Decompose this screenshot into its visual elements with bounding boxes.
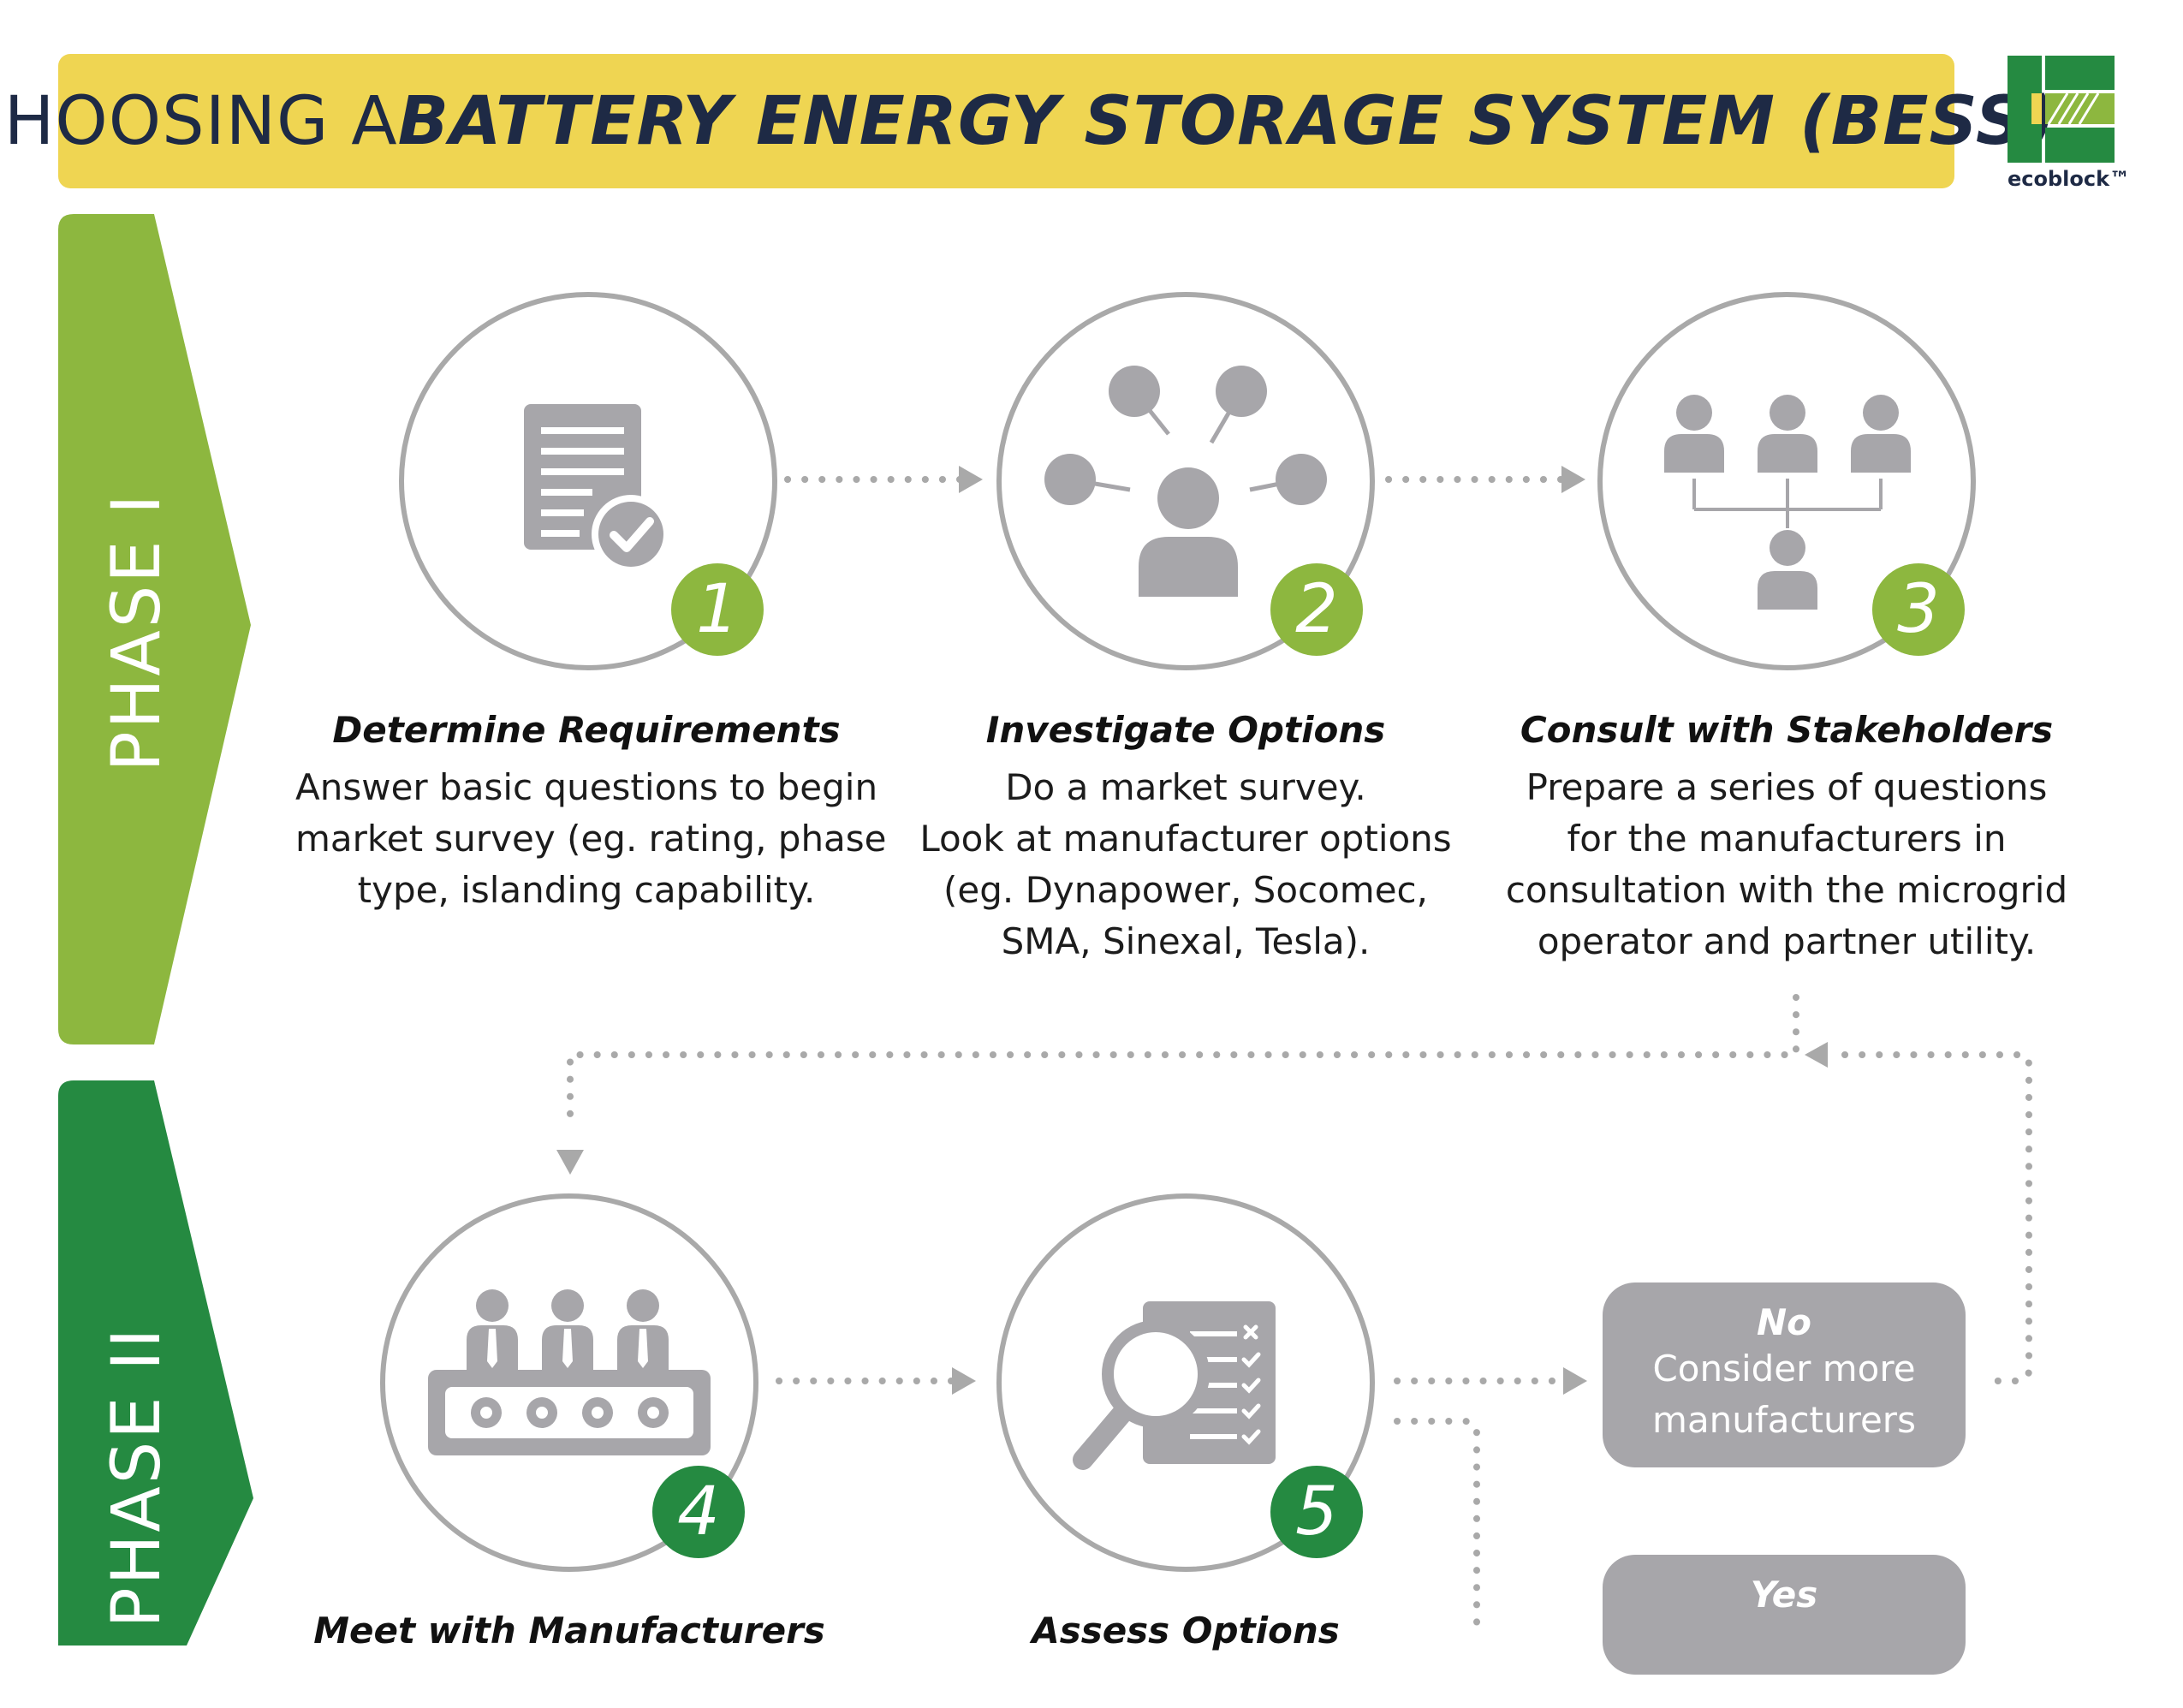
step-5-number: 5 [1295,1473,1338,1550]
step-1-title: Determine Requirements [332,709,841,751]
step-1-badge [671,563,764,656]
step-5-title: Assess Options [1032,1610,1340,1651]
person-network-icon [1044,366,1327,597]
logo-text: ecoblock™ [2008,167,2131,191]
step-3-badge [1872,563,1965,656]
arrow-head-to-4 [556,1150,584,1175]
decision-no-box: No Consider more manufacturers [1603,1282,1966,1467]
decision-no-line-1: Consider more [1652,1348,1916,1390]
title-emphasis: BATTERY ENERGY STORAGE SYSTEM (BESS) [397,82,2056,160]
step-3-description: Prepare a series of questions for the ma… [1505,766,2068,962]
ecoblock-logo-icon [2008,56,2115,163]
arrow-head-loop-back [1805,1042,1828,1068]
step-4-badge [652,1466,745,1558]
step-4-title: Meet with Manufacturers [313,1610,825,1651]
step-3-number: 3 [1897,571,1940,648]
arrow-head-1-2 [959,466,983,493]
step-2-title: Investigate Options [985,709,1386,751]
flow-connectors [556,466,2032,1637]
decision-yes-box: Yes [1603,1555,1966,1675]
stakeholders-org-icon [1664,395,1911,610]
step-3-circle [1597,292,1976,670]
step-3-title: Consult with Stakeholders [1520,709,2054,751]
step-1-circle [399,292,777,670]
title-bar [58,54,1954,188]
step-2-number: 2 [1295,571,1338,648]
meeting-panel-icon [428,1289,711,1455]
arrow-head-to-no [1563,1367,1587,1395]
decision-no-label: No [1756,1301,1811,1343]
step-2-description: Do a market survey. Look at manufacturer… [919,766,1452,962]
arrow-head-2-3 [1561,466,1585,493]
step-2-circle [996,292,1375,670]
checklist-document-icon [524,404,670,574]
phase-2-banner [58,1080,253,1646]
step-1-number: 1 [696,571,739,648]
step-5-circle [996,1193,1375,1572]
title-plain: CHOOSING A [0,82,398,160]
magnifier-checklist-icon [1073,1301,1276,1470]
arrow-head-4-5 [952,1367,976,1395]
step-2-badge [1270,563,1363,656]
page-title: CHOOSING A BATTERY ENERGY STORAGE SYSTEM… [0,54,2055,188]
decision-yes-label: Yes [1750,1574,1818,1616]
step-1-description: Answer basic questions to begin market s… [295,766,887,911]
phase-1-banner [58,214,251,1044]
decision-no-line-2: manufacturers [1652,1399,1916,1441]
step-5-badge [1270,1466,1363,1558]
step-4-number: 4 [677,1473,720,1550]
step-4-circle [380,1193,758,1572]
